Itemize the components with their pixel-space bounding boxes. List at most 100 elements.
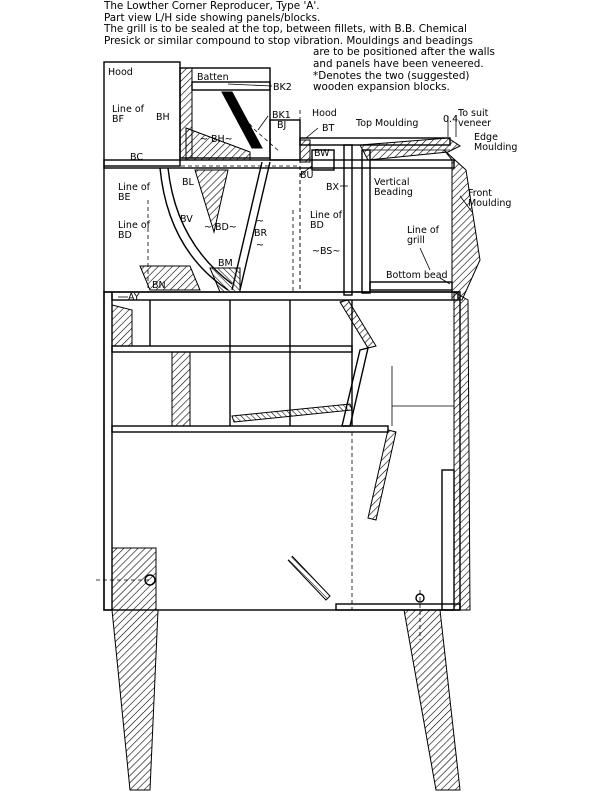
label-bm: BM [218,258,233,269]
label-line-of-bd: Line of [118,220,151,231]
body-outline [103,291,461,611]
label-bc: BC [130,152,143,163]
label-br-bot: ~ [256,240,264,251]
vertical-beading [361,149,371,294]
label-front: Front [468,188,492,199]
label-hood-right: Hood [312,108,337,119]
label-bs: ~BS~ [312,246,340,257]
label-bd-left: BD [118,230,132,241]
right-inner-block [441,469,455,611]
note-text: wooden expansion blocks. [313,81,450,94]
label-hood: Hood [108,67,133,78]
label-vertical: Vertical [374,177,410,188]
label-edge: Edge [474,132,498,143]
labels: Hood Batten BK2 Line of BF BH BK1 BJ Hoo… [108,67,517,303]
label-br: BR [254,228,268,239]
right-leg [403,609,461,791]
label-line-of-be: Line of [118,182,151,193]
note-text: are to be positioned after the walls [313,46,495,59]
bn-block [139,265,201,291]
note-text: and panels have been veneered. [313,57,484,70]
edge-moulding [359,137,461,161]
label-bh: BH [156,112,170,123]
label-bt: BT [322,123,335,134]
label-batten: Batten [197,72,229,83]
drawing-notes: The Lowther Corner Reproducer, Type 'A'.… [104,0,574,94]
diagonal-strut [341,347,369,427]
label-beading: Beading [374,187,413,198]
front-moulding [443,149,481,301]
bt-block [299,139,311,163]
batten [191,81,271,91]
label-to-suit: To suit [457,108,489,119]
lower-shelf [111,425,389,433]
note-title: The Lowther Corner Reproducer, Type 'A'. [104,0,320,12]
left-leg [111,609,159,791]
label-ay: AY [128,292,140,303]
label-moulding: Moulding [474,142,517,153]
bk1-strip [221,91,263,149]
label-line-of-bd-right: Line of [310,210,343,221]
label-bh-mid: ~ BH~ [200,134,233,145]
diagonal-panel [231,403,353,423]
label-bk2: BK2 [273,82,292,93]
label-top-moulding: Top Moulding [355,118,418,129]
br-line [239,161,271,291]
ay-shelf [111,291,459,301]
label-bf: BF [112,114,124,125]
label-veneer: veneer [458,118,491,129]
label-bk1: BK1 [272,110,291,121]
leader [227,83,273,87]
note-text: Presick or similar compound to stop vibr… [104,34,473,47]
leader [439,277,451,285]
label-bj: BJ [277,120,286,131]
bd-panel-group [139,161,271,293]
label-bd-mid: ~ BD~ [204,222,237,233]
bm-block [209,267,241,293]
label-bv: BV [180,214,193,225]
label-line-of-grill: Line of [407,225,440,236]
main-body [103,291,471,611]
leader [459,195,473,213]
label-bw: BW [314,148,330,159]
right-wall [453,291,471,611]
diagonal-strut [339,299,377,349]
bj-line [221,91,281,153]
bh-fillet [185,127,251,161]
left-wall [103,291,113,611]
vertical-block [171,351,191,427]
label-be: BE [118,192,131,203]
left-leg-block [111,547,157,611]
ay-fillet [111,304,133,347]
bc-shelf [103,159,455,169]
label-grill: grill [407,235,425,246]
label-line-of-bf: Line of [112,104,145,115]
label-bx: BX [326,182,340,193]
bl-block [194,169,229,234]
diagonal-panel [367,429,397,521]
label-bu: BU [300,170,314,181]
note-text: The grill is to be sealed at the top, be… [104,23,467,36]
leader [419,247,431,271]
note-text: *Denotes the two (suggested) [313,69,470,82]
label-bd-right: BD [310,220,324,231]
leader [305,127,319,139]
label-bn: BN [152,280,166,291]
label-bl: BL [182,177,195,188]
label-br-top: ~ [256,216,264,227]
leader [257,115,269,131]
note-subtitle: Part view L/H side showing panels/blocks… [104,11,321,24]
leader-lines [118,83,473,298]
label-front-moulding: Moulding [468,198,511,209]
top-moulding-group [299,116,481,301]
bottom-bead [369,281,453,291]
label-dim: 0.4 [443,114,458,125]
lower-strut [287,555,331,601]
bx-panel [343,144,353,296]
leader [299,165,313,176]
base-board [335,603,461,611]
mid-shelf [111,345,353,353]
bw-block [311,149,335,171]
label-bottom-bead: Bottom bead [386,270,448,281]
